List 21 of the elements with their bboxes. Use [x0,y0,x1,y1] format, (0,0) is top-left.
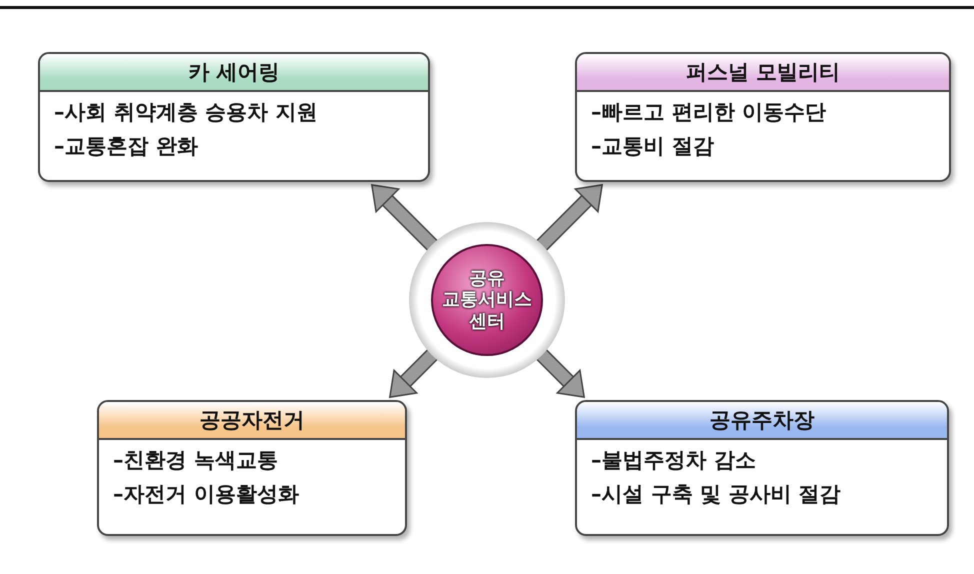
category-card [97,400,407,536]
category-card [575,400,949,536]
category-card [575,52,951,182]
bullet-text: –자전거 이용활성화 [113,481,300,508]
bullet-text: –교통혼잡 완화 [54,133,199,160]
category-card [38,52,430,182]
card-header: 퍼스널 모빌리티 [577,54,949,92]
arrow [535,348,586,398]
card-header: 공공자전거 [99,402,405,440]
bullet-text: –시설 구축 및 공사비 절감 [591,481,842,508]
arrow [370,184,439,252]
arrow [535,184,604,252]
bullet-text: –빠르고 편리한 이동수단 [591,99,828,126]
arrow [388,348,439,398]
hub-label: 공유 교통서비스 센터 [441,268,533,332]
card-header: 공유주차장 [577,402,947,440]
card-header: 카 세어링 [40,54,428,92]
bullet-text: –사회 취약계층 승용차 지원 [54,99,318,126]
bullet-text: –교통비 절감 [591,133,715,160]
bullet-text: –친환경 녹색교통 [113,447,279,474]
bullet-text: –불법주정차 감소 [591,447,757,474]
